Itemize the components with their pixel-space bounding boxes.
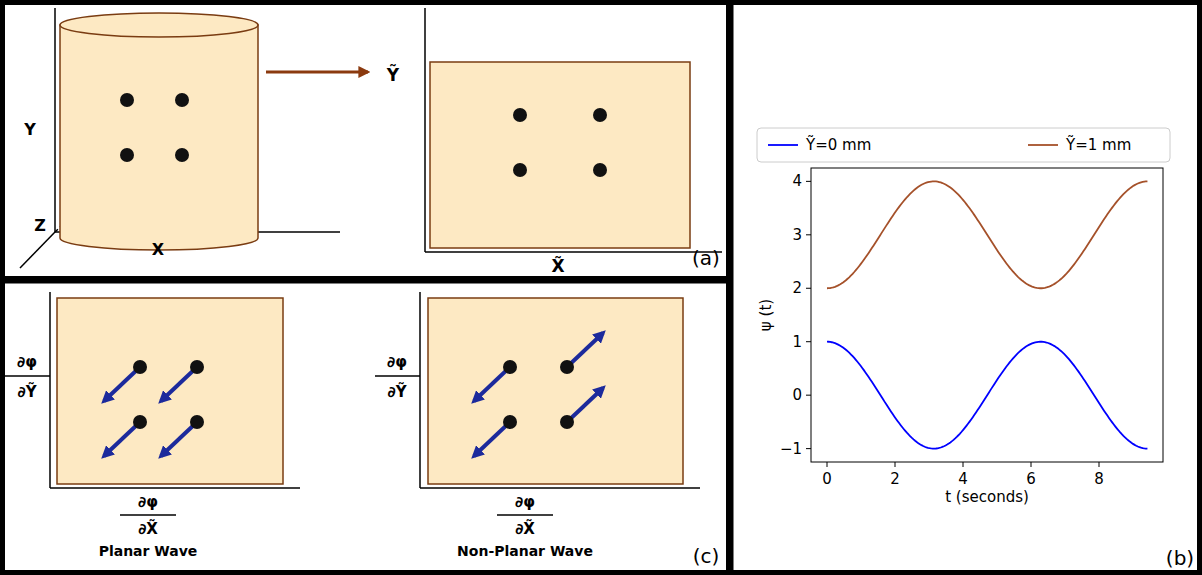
sheet-caption: Non-Planar Wave [457, 544, 593, 559]
tick-mark [806, 234, 811, 235]
fraction-top: ∂φ [138, 494, 158, 511]
tick-mark [806, 288, 811, 289]
flat-sheet [425, 8, 722, 252]
sheet-caption: Planar Wave [99, 544, 198, 559]
axis-label: Ỹ [387, 66, 399, 85]
tick-mark [806, 181, 811, 182]
fraction-bottom: ∂Ỹ [387, 384, 406, 401]
tick-label: 4 [792, 173, 802, 190]
planar-sheet [5, 292, 300, 515]
plot-frame [811, 168, 1163, 462]
tick-mark [895, 462, 896, 467]
tick-mark [963, 462, 964, 467]
tick-mark [1031, 462, 1032, 467]
fraction-bottom: ∂X̃ [515, 521, 535, 538]
curve-y1 [827, 181, 1147, 288]
tick-mark [1099, 462, 1100, 467]
tick-label: 3 [792, 227, 802, 244]
axis-label: X [152, 241, 164, 259]
fraction-bottom: ∂X̃ [138, 521, 158, 538]
curve-y0 [827, 342, 1147, 449]
mapping-arrow [266, 71, 368, 74]
axes-3d [20, 8, 340, 268]
tick-label: 2 [792, 280, 802, 297]
fraction-top: ∂φ [515, 494, 535, 511]
axis-ticks [806, 181, 1099, 467]
legend-line [768, 144, 798, 146]
axis-label: Y [24, 121, 36, 139]
tick-label: 2 [890, 471, 900, 488]
legend-text: Ỹ=1 mm [1066, 137, 1131, 154]
tick-label: 6 [1026, 471, 1036, 488]
tick-label: 0 [822, 471, 832, 488]
axis-label: Z [34, 217, 46, 235]
tick-mark [806, 341, 811, 342]
fraction-bottom: ∂Ỹ [17, 384, 36, 401]
legend-line [1028, 144, 1058, 146]
axis-title: t (seconds) [945, 489, 1029, 506]
legend-box [757, 128, 1170, 162]
tick-label: 8 [1094, 471, 1104, 488]
tick-mark [806, 448, 811, 449]
panel-letter: (a) [692, 247, 720, 269]
fraction-top: ∂φ [17, 354, 37, 371]
tick-mark [806, 395, 811, 396]
axis-label: X̃ [551, 257, 564, 276]
tick-label: 0 [792, 387, 802, 404]
legend-text: Ỹ=0 mm [806, 137, 871, 154]
tick-mark [827, 462, 828, 467]
panel-letter: (b) [1166, 547, 1194, 569]
panel-letter: (c) [693, 545, 720, 567]
tick-label: 1 [792, 333, 802, 350]
fraction-top: ∂φ [387, 354, 407, 371]
tick-label: −1 [780, 440, 802, 457]
panel-borders [3, 3, 1200, 573]
cylinder [60, 13, 258, 250]
axis-title: ψ (t) [758, 299, 775, 331]
plot-curves [827, 181, 1147, 448]
tick-label: 4 [958, 471, 968, 488]
non-planar-sheet [375, 292, 700, 515]
